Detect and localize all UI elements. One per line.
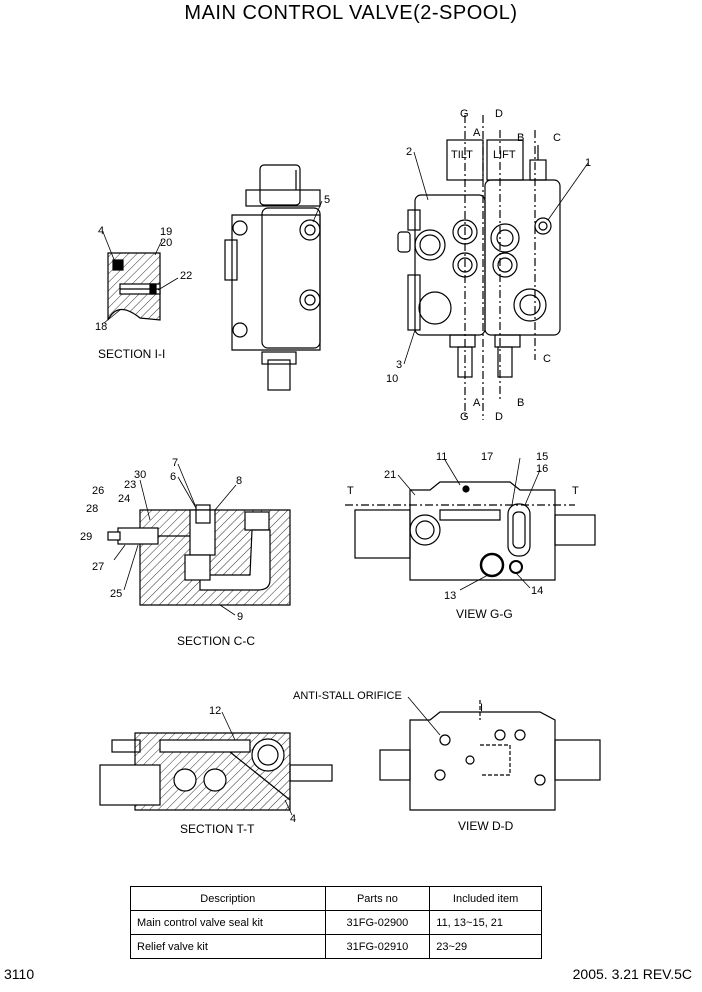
label: 1 [585, 157, 591, 169]
table-header: Description [130, 886, 326, 911]
label: B [517, 397, 524, 409]
label: D [495, 108, 503, 120]
table-row: Relief valve kit 31FG-02910 23~29 [130, 934, 542, 959]
table-row: Main control valve seal kit 31FG-02900 1… [130, 910, 542, 935]
label: 6 [170, 471, 176, 483]
label: 23 [124, 479, 136, 491]
label: 14 [531, 585, 543, 597]
view-gg-drawing [345, 481, 596, 581]
view-gg-caption: VIEW G-G [456, 607, 513, 621]
label: 9 [237, 611, 243, 623]
label: 8 [236, 475, 242, 487]
part-labels: 4 19 20 22 18 5 G D A B C 2 1 3 10 TILT … [80, 108, 591, 825]
label: 12 [209, 705, 221, 717]
label: 15 [536, 451, 548, 463]
label: 24 [118, 493, 130, 505]
label: 20 [160, 237, 172, 249]
label: 7 [172, 457, 178, 469]
label: 17 [481, 451, 493, 463]
label: 5 [324, 194, 330, 206]
label: 28 [86, 503, 98, 515]
revision-date: 2005. 3.21 REV.5C [572, 966, 692, 982]
label: 4 [98, 225, 104, 237]
section-cc-caption: SECTION C-C [177, 634, 255, 648]
label: G [460, 108, 469, 120]
label: C [553, 132, 561, 144]
label: D [495, 411, 503, 423]
label: 27 [92, 561, 104, 573]
label: T [347, 485, 354, 497]
label: 30 [134, 469, 146, 481]
label: 2 [406, 146, 412, 158]
label: B [517, 132, 524, 144]
label: 29 [80, 531, 92, 543]
label: 25 [110, 588, 122, 600]
label: G [460, 411, 469, 423]
section-tt-caption: SECTION T-T [180, 822, 255, 836]
label: 16 [536, 463, 548, 475]
label: 18 [95, 321, 107, 333]
label: 19 [160, 226, 172, 238]
captions: SECTION I-I SECTION C-C VIEW G-G SECTION… [98, 347, 514, 836]
label: ANTI-STALL ORIFICE [293, 690, 402, 702]
label: A [473, 127, 481, 139]
view-dd-caption: VIEW D-D [458, 819, 514, 833]
table-cell: Main control valve seal kit [130, 910, 326, 935]
label: A [473, 397, 481, 409]
section-ii-caption: SECTION I-I [98, 347, 165, 361]
table-cell: 31FG-02900 [324, 910, 431, 935]
leader-lines [102, 151, 589, 816]
table-cell: 31FG-02910 [324, 934, 431, 959]
table-cell: 23~29 [429, 934, 542, 959]
label: 13 [444, 590, 456, 602]
label: C [543, 353, 551, 365]
label: 26 [92, 485, 104, 497]
page-title: MAIN CONTROL VALVE(2-SPOOL) [184, 2, 518, 24]
table-cell: 11, 13~15, 21 [429, 910, 542, 935]
table-header: Included item [429, 886, 542, 911]
table-header: Parts no [324, 886, 431, 911]
label: TILT [451, 149, 473, 161]
parts-table: Description Parts no Included item Main … [130, 886, 542, 959]
table-cell: Relief valve kit [130, 934, 326, 959]
view-dd-drawing [379, 700, 601, 811]
front-view-drawing [397, 115, 561, 420]
page-number: 3110 [4, 966, 35, 982]
label: 21 [384, 469, 396, 481]
label: 4 [290, 813, 296, 825]
label: 11 [436, 451, 447, 463]
label: T [572, 485, 579, 497]
table-header-row: Description Parts no Included item [130, 886, 542, 911]
label: 22 [180, 270, 192, 282]
section-ii-drawing [107, 252, 161, 321]
label: 3 [396, 359, 402, 371]
label: I [480, 702, 483, 714]
label: 10 [386, 373, 398, 385]
section-tt-drawing [99, 732, 333, 811]
side-view-drawing [224, 164, 321, 391]
section-cc-drawing [107, 504, 291, 606]
label: LIFT [493, 149, 516, 161]
